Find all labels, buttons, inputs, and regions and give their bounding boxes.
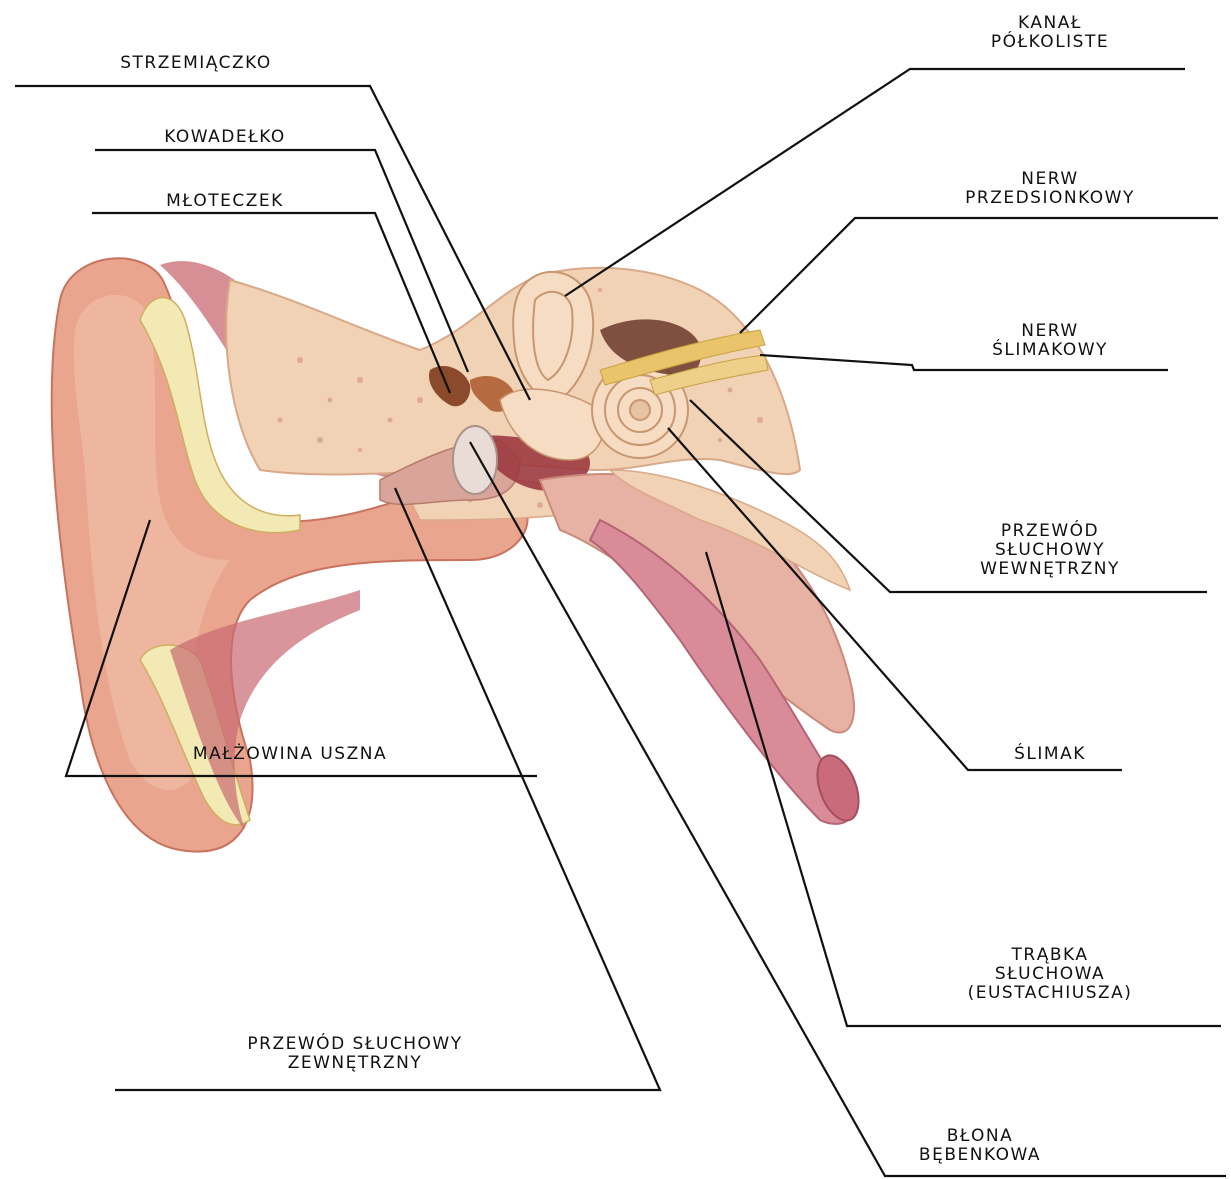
- label-nerw-przedsionkowy: NERW PRZEDSIONKOWY: [940, 170, 1160, 208]
- eardrum: [453, 426, 497, 494]
- label-strzemiaczko: STRZEMIĄCZKO: [96, 54, 296, 73]
- label-kowadelko: KOWADEŁKO: [140, 128, 310, 147]
- label-nerw-slimakowy: NERW ŚLIMAKOWY: [960, 322, 1140, 360]
- label-przewod-wewnetrzny: PRZEWÓD SŁUCHOWY WEWNĘTRZNY: [940, 522, 1160, 579]
- label-kanal-polkoliste: KANAŁ PÓŁKOLISTE: [960, 14, 1140, 52]
- label-blona-bebenkowa: BŁONA BĘBENKOWA: [900, 1127, 1060, 1165]
- label-przewod-zewnetrzny: PRZEWÓD SŁUCHOWY ZEWNĘTRZNY: [210, 1035, 500, 1073]
- label-slimak: ŚLIMAK: [980, 745, 1120, 764]
- label-malzowina-uszna: MAŁŻOWINA USZNA: [150, 745, 430, 764]
- label-mloteczek: MŁOTECZEK: [140, 192, 310, 211]
- leader-nerw-przedsionkowy: [740, 218, 1218, 333]
- label-trabka-sluchowa: TRĄBKA SŁUCHOWA (EUSTACHIUSZA): [950, 946, 1150, 1003]
